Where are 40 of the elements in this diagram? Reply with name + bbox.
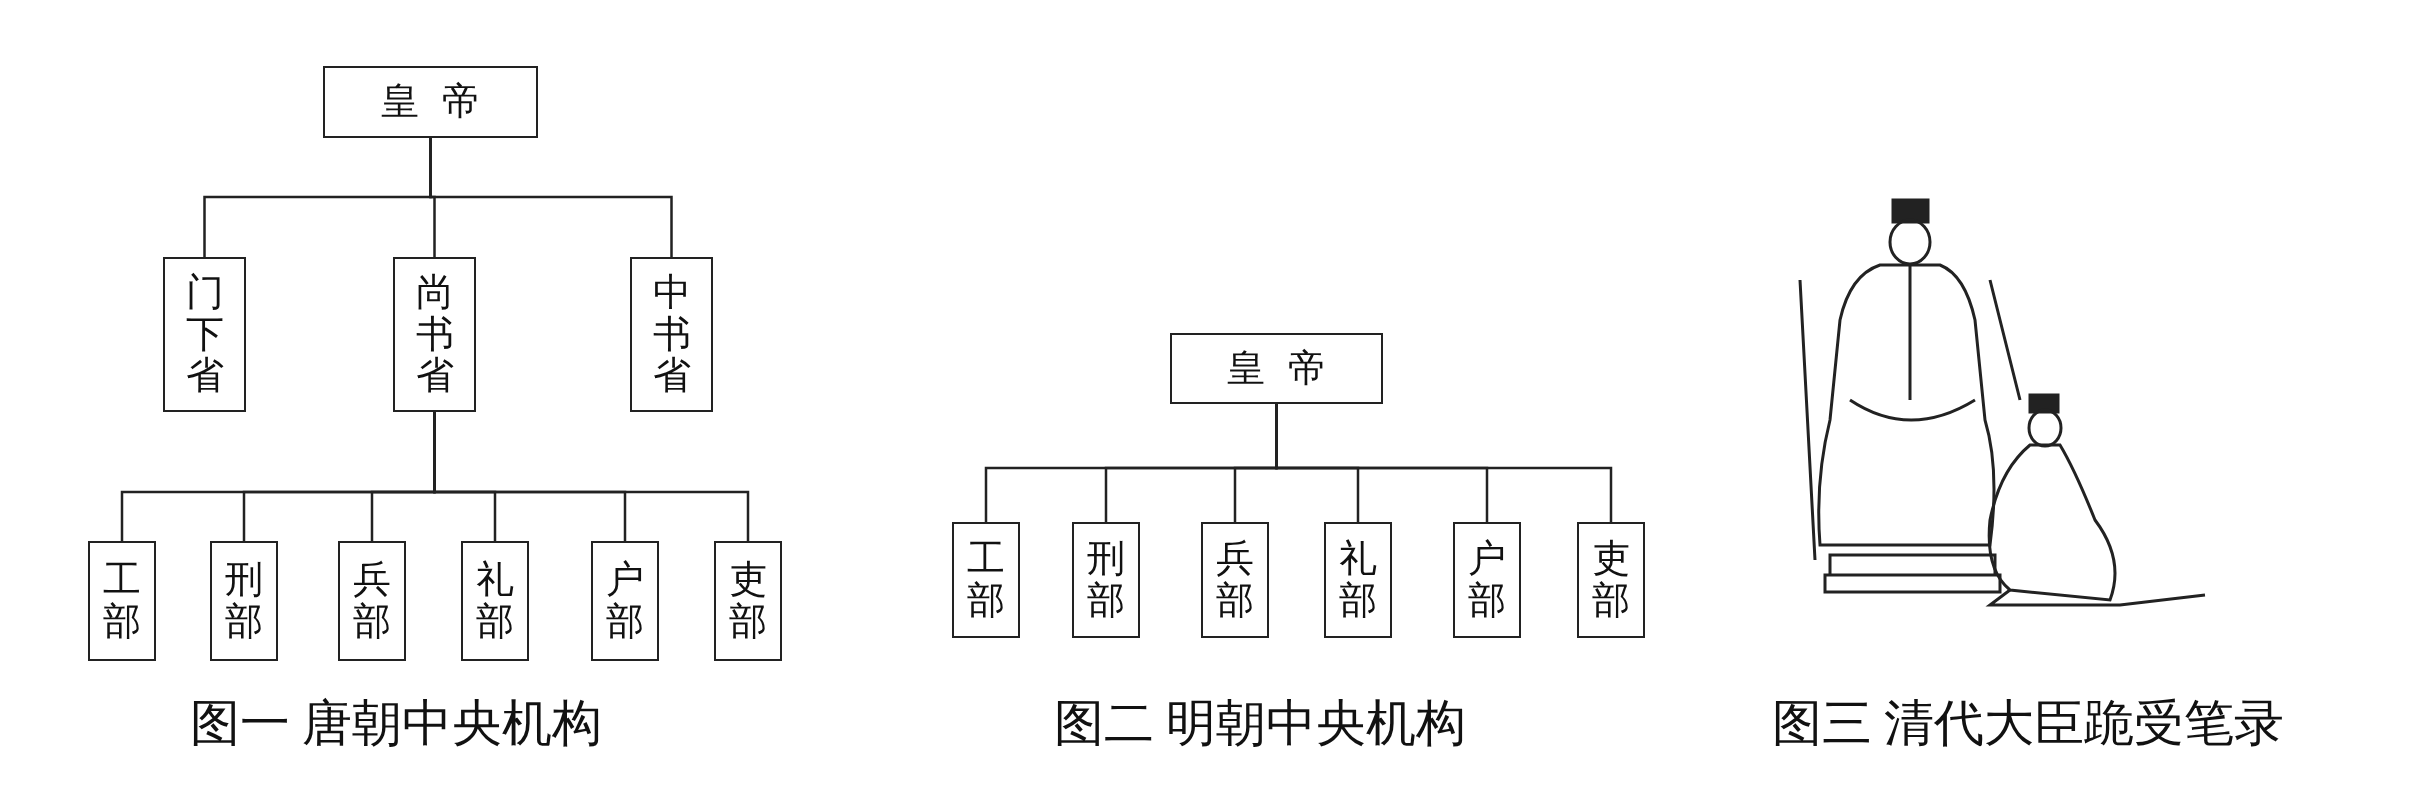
org-box bbox=[591, 541, 659, 661]
org-title: 兵部 bbox=[1216, 538, 1254, 622]
org-box bbox=[1324, 522, 1392, 638]
org-box bbox=[630, 257, 713, 412]
org-box bbox=[461, 541, 529, 661]
org-title: 工部 bbox=[967, 538, 1005, 622]
org-title: 刑部 bbox=[225, 559, 263, 643]
org-box bbox=[1577, 522, 1645, 638]
org-title: 户部 bbox=[606, 559, 644, 643]
org-title: 礼部 bbox=[1339, 538, 1377, 622]
org-box bbox=[88, 541, 156, 661]
org-title: 户部 bbox=[1468, 538, 1506, 622]
org-title: 吏部 bbox=[1592, 538, 1630, 622]
org-title: 吏部 bbox=[729, 559, 767, 643]
org-box bbox=[163, 257, 246, 412]
org-title: 刑部 bbox=[1087, 538, 1125, 622]
org-box bbox=[1201, 522, 1269, 638]
org-title: 中书省 bbox=[652, 271, 691, 398]
figure-caption: 图一 唐朝中央机构 bbox=[189, 694, 603, 753]
org-title: 门下省 bbox=[185, 271, 224, 398]
org-box bbox=[714, 541, 782, 661]
connector-line bbox=[433, 412, 750, 541]
org-title: 工部 bbox=[103, 559, 141, 643]
org-box bbox=[393, 257, 476, 412]
connector-line bbox=[429, 138, 673, 257]
org-box bbox=[1170, 333, 1383, 404]
figure-caption: 图三 清代大臣跪受笔录 bbox=[1771, 694, 2285, 753]
org-box bbox=[323, 66, 538, 138]
org-title: 尚书省 bbox=[415, 271, 454, 398]
connector-line bbox=[1275, 404, 1613, 522]
org-box bbox=[210, 541, 278, 661]
org-box bbox=[1072, 522, 1140, 638]
org-title: 礼部 bbox=[476, 559, 514, 643]
org-box bbox=[1453, 522, 1521, 638]
org-title: 皇帝 bbox=[1227, 347, 1349, 390]
figure-caption: 图二 明朝中央机构 bbox=[1053, 694, 1467, 753]
org-box bbox=[952, 522, 1020, 638]
org-title: 兵部 bbox=[353, 559, 391, 643]
org-box bbox=[338, 541, 406, 661]
org-title: 皇帝 bbox=[381, 81, 503, 123]
